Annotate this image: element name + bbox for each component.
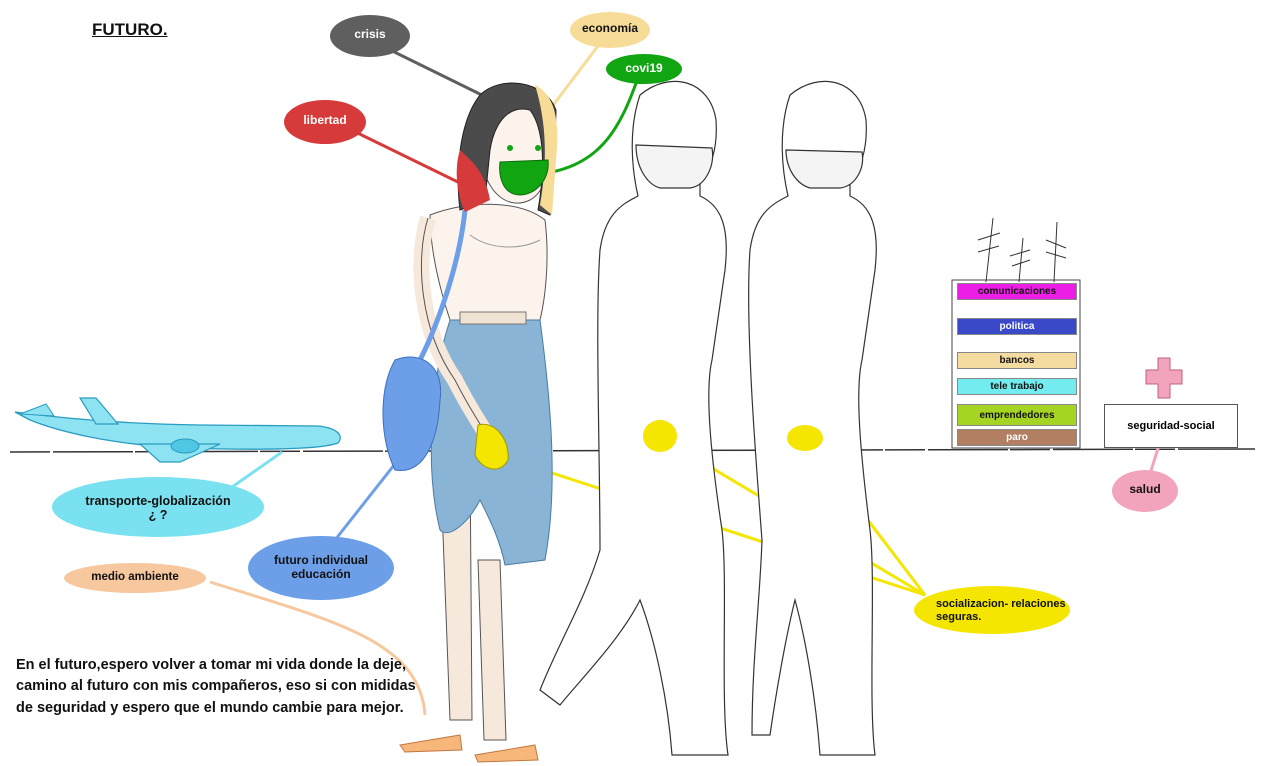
silhouette-companion-1: [540, 81, 728, 755]
label-crisis: crisis: [330, 28, 410, 42]
label-transporte-line2: ¿ ?: [52, 508, 264, 522]
quote-text: En el futuro,espero volver a tomar mi vi…: [16, 655, 426, 719]
label-transporte-line1: transporte-globalización: [52, 494, 264, 508]
label-libertad: libertad: [284, 114, 366, 128]
page-title: FUTURO.: [92, 20, 168, 40]
label-futuro-line2: educación: [248, 568, 394, 582]
stack-bancos: bancos: [957, 352, 1077, 369]
silhouette-companion-2: [749, 81, 877, 755]
antenna-icon: [978, 218, 1066, 282]
stack-tele-trabajo: tele trabajo: [957, 378, 1077, 395]
yellow-dot-2: [787, 425, 823, 451]
label-economia: economía: [570, 22, 650, 36]
label-socializacion-line1: socializacion- relaciones: [936, 598, 1086, 611]
stack-emprendedores: emprendedores: [957, 404, 1077, 426]
medical-cross-icon: [1146, 358, 1182, 398]
stack-politica: politica: [957, 318, 1077, 335]
label-socializacion-line2: seguras.: [936, 611, 1086, 624]
label-covid: covi19: [606, 62, 682, 76]
label-futuro: futuro individual educación: [248, 554, 394, 582]
label-socializacion: socializacion- relaciones seguras.: [936, 598, 1086, 623]
yellow-dot-1: [643, 420, 677, 452]
label-futuro-line1: futuro individual: [248, 554, 394, 568]
label-medio-ambiente: medio ambiente: [64, 571, 206, 584]
stack-paro: paro: [957, 429, 1077, 446]
seguridad-social-box: seguridad-social: [1104, 404, 1238, 448]
stack-comunicaciones: comunicaciones: [957, 283, 1077, 300]
label-salud: salud: [1112, 483, 1178, 497]
label-transporte: transporte-globalización ¿ ?: [52, 494, 264, 523]
